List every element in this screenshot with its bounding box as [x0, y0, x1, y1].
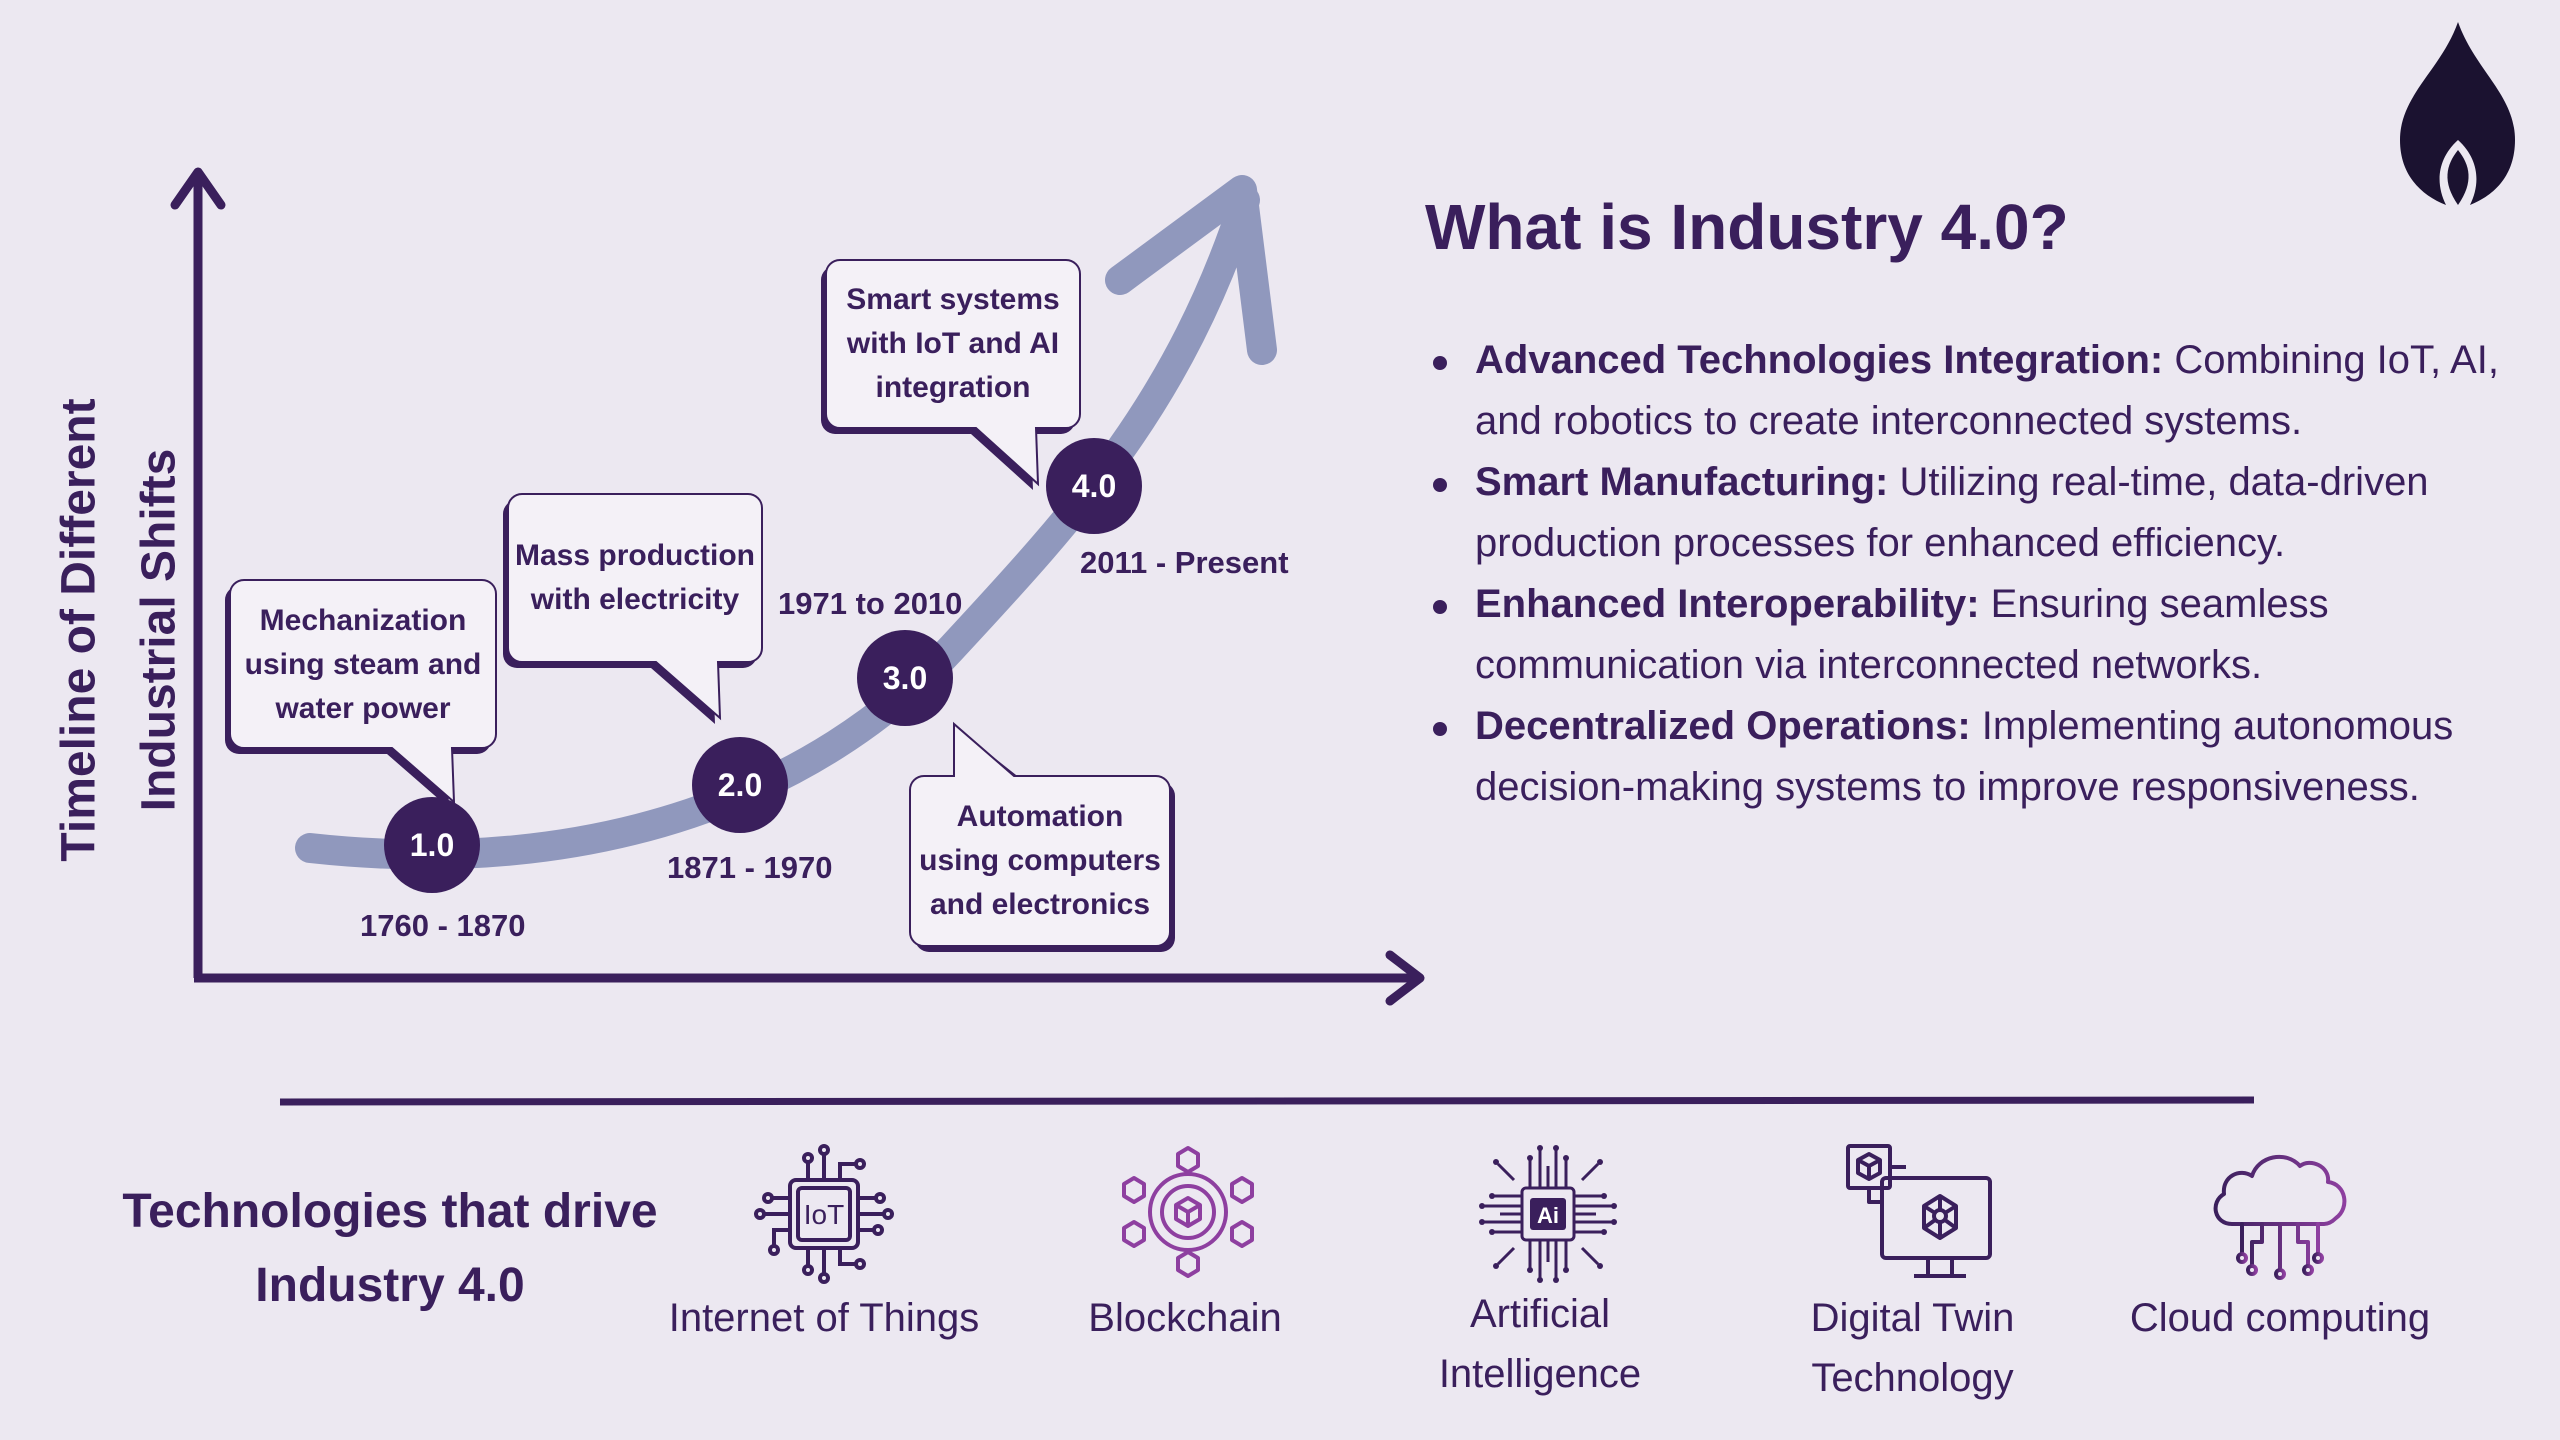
bullet-term: Advanced Technologies Integration:: [1475, 338, 2164, 382]
y-axis-arrowhead: [170, 167, 226, 210]
bullet-item: Advanced Technologies Integration: Combi…: [1425, 330, 2525, 452]
tech-cloud-computing: Cloud computing: [2095, 1288, 2465, 1348]
stage-1-desc-line: using steam and: [244, 648, 482, 681]
stage-3-desc-line: using computers: [919, 844, 1161, 877]
tech-label: Cloud computing: [2129, 1296, 2431, 1340]
bubble-1: [225, 579, 497, 808]
stage-2-node: 2.0: [692, 737, 788, 833]
stage-2-description: Mass production with electricity: [508, 496, 762, 660]
tech-label: Technology: [1811, 1356, 2014, 1400]
x-axis-arrowhead: [1385, 950, 1425, 1006]
technologies-title: Technologies that drive Industry 4.0: [80, 1175, 700, 1323]
bullet-term: Decentralized Operations:: [1475, 704, 1971, 748]
tech-blockchain: Blockchain: [1000, 1288, 1370, 1348]
bullet-item: Decentralized Operations: Implementing a…: [1425, 696, 2525, 818]
stage-1-desc-line: water power: [275, 692, 451, 725]
growth-curve-arrowhead: [1105, 175, 1277, 365]
stage-4-node: 4.0: [1046, 438, 1142, 534]
tech-internet-of-things: Internet of Things: [624, 1288, 1024, 1348]
bullet-text: Combining IoT, AI, and robotics to creat…: [1475, 338, 2499, 443]
bubble-3: [909, 721, 1175, 952]
tech-label: Internet of Things: [668, 1296, 980, 1340]
stage-4-desc-line: Smart systems: [846, 283, 1060, 316]
svg-text:Ai: Ai: [1537, 1203, 1559, 1228]
bullet-term: Smart Manufacturing:: [1475, 460, 1889, 504]
stage-2-desc-line: Mass production: [514, 539, 755, 572]
stage-4-desc-line: with IoT and AI: [846, 327, 1060, 360]
stage-2-desc-line: with electricity: [530, 583, 740, 616]
bullet-text: Utilizing real-time, data-driven product…: [1475, 460, 2429, 565]
flame-logo-icon: [2400, 22, 2515, 205]
tech-label: Blockchain: [1088, 1296, 1282, 1340]
technologies-title-line: Technologies that drive: [122, 1185, 658, 1238]
tech-artificial-intelligence: Artificial Intelligence: [1360, 1284, 1720, 1404]
stage-1-period: 1760 - 1870: [360, 908, 526, 943]
bullet-item: Smart Manufacturing: Utilizing real-time…: [1425, 452, 2525, 574]
y-axis-label: Timeline of Different Industrial Shifts: [53, 350, 186, 910]
industry-bullets: Advanced Technologies Integration: Combi…: [1425, 330, 2525, 818]
svg-text:IoT: IoT: [804, 1199, 844, 1230]
stage-4-description: Smart systems with IoT and AI integratio…: [826, 262, 1080, 426]
stage-3-desc-line: Automation: [956, 800, 1124, 833]
bullet-text: Ensuring seamless communication via inte…: [1475, 582, 2329, 687]
bullet-text: Implementing autonomous decision-making …: [1475, 704, 2454, 809]
y-axis-label-line-1: Timeline of Different: [53, 398, 107, 862]
stage-3-desc-line: and electronics: [929, 888, 1151, 921]
stage-4-desc-line: integration: [875, 371, 1031, 404]
tech-label: Artificial: [1469, 1292, 1611, 1336]
tech-digital-twin: Digital Twin Technology: [1730, 1288, 2095, 1408]
stage-4-period: 2011 - Present: [1080, 545, 1289, 580]
bubble-4: [821, 259, 1081, 490]
ai-chip-icon: Ai: [1479, 1145, 1617, 1283]
stage-1-node: 1.0: [384, 797, 480, 893]
iot-chip-icon: IoT: [754, 1144, 894, 1284]
stage-1-description: Mechanization using steam and water powe…: [232, 584, 494, 746]
digital-twin-icon: [1846, 1144, 1992, 1278]
bullet-term: Enhanced Interoperability:: [1475, 582, 1980, 626]
page-title: What is Industry 4.0?: [1425, 191, 2069, 263]
stage-3-period: 1971 to 2010: [778, 586, 963, 621]
cloud-computing-icon: [2213, 1155, 2347, 1280]
stage-1-desc-line: Mechanization: [259, 604, 467, 637]
tech-label: Digital Twin: [1810, 1296, 2015, 1340]
technologies-title-line: Industry 4.0: [255, 1259, 525, 1312]
stage-3-description: Automation using computers and electroni…: [910, 778, 1170, 944]
tech-label: Intelligence: [1438, 1352, 1642, 1396]
bubble-2: [503, 493, 763, 724]
section-divider: [279, 1096, 2255, 1106]
bullet-item: Enhanced Interoperability: Ensuring seam…: [1425, 574, 2525, 696]
y-axis-label-line-2: Industrial Shifts: [133, 448, 187, 812]
stage-3-node: 3.0: [857, 630, 953, 726]
stage-2-period: 1871 - 1970: [667, 850, 833, 885]
blockchain-icon: [1122, 1146, 1254, 1278]
